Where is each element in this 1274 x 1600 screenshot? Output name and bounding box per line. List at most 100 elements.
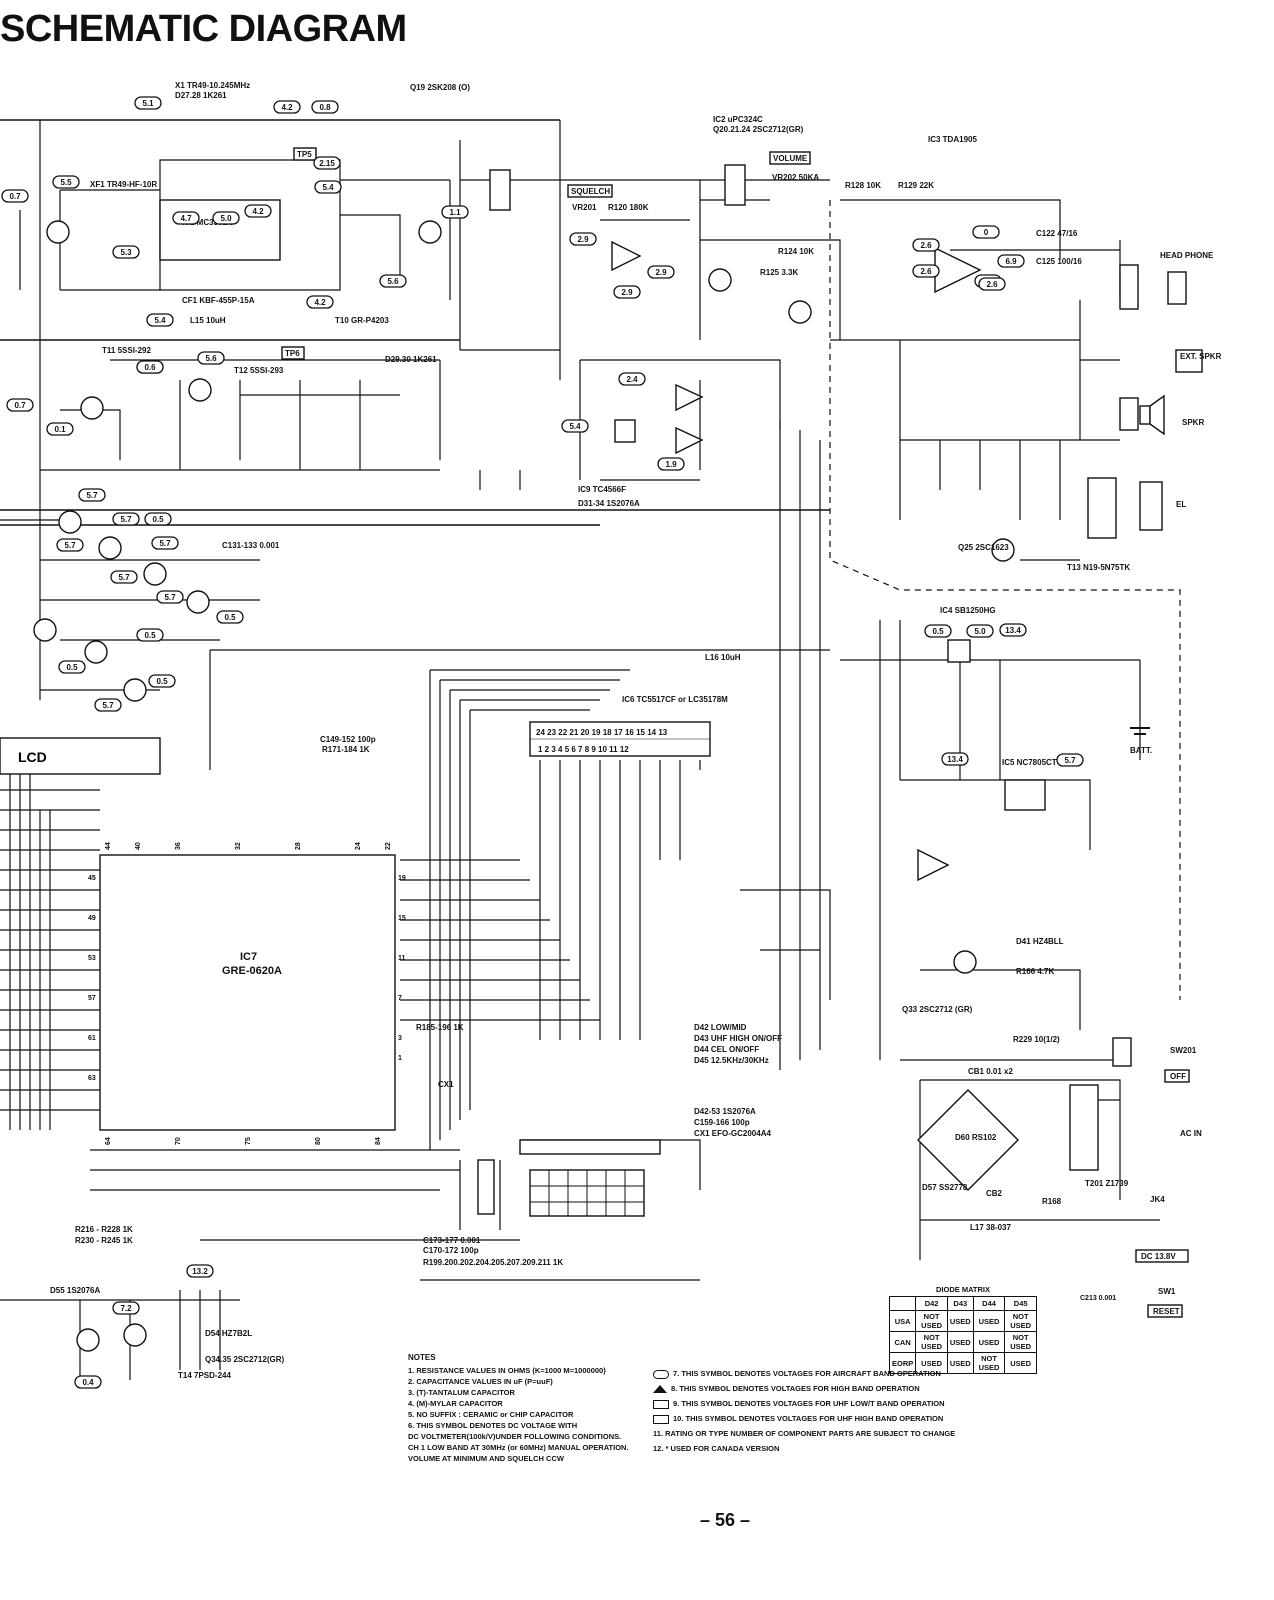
part-label: D54 HZ7B2L bbox=[205, 1329, 252, 1338]
voltage-value: 5.4 bbox=[322, 183, 334, 192]
tp5-tag: TP5 bbox=[297, 150, 312, 159]
table-cell: USED bbox=[972, 1310, 1006, 1332]
table-header bbox=[888, 1296, 917, 1311]
svg-text:15: 15 bbox=[398, 915, 406, 922]
ic2-3-opamp bbox=[675, 426, 704, 455]
ext-spkr-tag: EXT. SPKR bbox=[1180, 352, 1222, 361]
svg-text:84: 84 bbox=[375, 1137, 382, 1145]
voltage-marker: 0.5 bbox=[148, 674, 176, 688]
voltage-marker: 2.9 bbox=[613, 285, 641, 299]
part-label: C159-166 100p bbox=[694, 1118, 750, 1127]
voltage-value: 5.1 bbox=[142, 99, 154, 108]
q26-transistor bbox=[58, 510, 82, 534]
voltage-marker: 5.7 bbox=[56, 538, 84, 552]
ic7-name: IC7 bbox=[240, 951, 257, 963]
part-label: CB2 bbox=[986, 1189, 1003, 1198]
part-label: R128 10K bbox=[845, 181, 881, 190]
squelch-tag: SQUELCH bbox=[571, 187, 610, 196]
voltage-marker: 4.2 bbox=[273, 100, 301, 114]
notes-title: NOTES bbox=[408, 1353, 436, 1362]
voltage-value: 1.1 bbox=[449, 208, 461, 217]
note-line: 7. THIS SYMBOL DENOTES VOLTAGES FOR AIRC… bbox=[653, 1366, 983, 1381]
part-label: L16 10uH bbox=[705, 653, 741, 662]
q35-transistor bbox=[76, 1328, 100, 1352]
triangle-symbol-icon bbox=[653, 1385, 667, 1394]
table-cell: NOT USED bbox=[972, 1352, 1006, 1374]
voltage-value: 2.9 bbox=[655, 268, 667, 277]
cn4-connector bbox=[1119, 397, 1139, 431]
svg-text:1 2 3 4 5 6 7 8 9 10 1: 1 2 3 4 5 6 7 8 9 10 11 12 bbox=[538, 745, 629, 754]
voltage-marker: 2.15 bbox=[313, 156, 341, 170]
voltage-value: 4.2 bbox=[281, 103, 293, 112]
svg-text:22: 22 bbox=[385, 842, 392, 850]
part-label: X1 TR49-10.245MHz bbox=[175, 81, 250, 90]
part-label: Q34.35 2SC2712(GR) bbox=[205, 1355, 284, 1364]
diode-matrix-title: DIODE MATRIX bbox=[935, 1285, 991, 1294]
voltage-value: 5.3 bbox=[120, 248, 132, 257]
part-label: D44 CEL ON/OFF bbox=[694, 1045, 759, 1054]
table-cell: USA bbox=[888, 1310, 917, 1332]
ic5-body bbox=[1004, 779, 1046, 811]
part-label: T13 N19-5N75TK bbox=[1067, 563, 1130, 572]
part-label: CX1 EFO-GC2004A4 bbox=[694, 1129, 771, 1138]
diode-matrix: DIODE MATRIX D42 D43 D44 D45 USA NOT USE… bbox=[888, 1285, 1037, 1374]
svg-text:40: 40 bbox=[135, 842, 142, 850]
part-label: EL bbox=[1176, 500, 1186, 509]
voltage-value: 2.9 bbox=[577, 235, 589, 244]
svg-text:70: 70 bbox=[175, 1137, 182, 1145]
voltage-value: 5.7 bbox=[64, 541, 76, 550]
voltage-value: 5.7 bbox=[102, 701, 114, 710]
table-header: D45 bbox=[1004, 1296, 1037, 1311]
note-line: 8. THIS SYMBOL DENOTES VOLTAGES FOR HIGH… bbox=[653, 1381, 983, 1396]
voltage-value: 13.4 bbox=[947, 755, 963, 764]
oval-symbol-icon bbox=[653, 1369, 669, 1379]
svg-text:61: 61 bbox=[88, 1035, 96, 1042]
voltage-value: 13.4 bbox=[1005, 626, 1021, 635]
ic2-2-opamp bbox=[675, 383, 704, 412]
voltage-value: 13.2 bbox=[192, 1267, 208, 1276]
voltage-marker: 0.8 bbox=[311, 100, 339, 114]
svg-text:63: 63 bbox=[88, 1075, 96, 1082]
q29-transistor bbox=[186, 590, 210, 614]
q31-transistor bbox=[84, 640, 108, 664]
voltage-marker: 5.4 bbox=[146, 313, 174, 327]
table-row: USA NOT USED USED USED NOT USED bbox=[888, 1310, 1037, 1332]
note-line: 12. * USED FOR CANADA VERSION bbox=[653, 1444, 780, 1453]
voltage-value: 0.4 bbox=[82, 1378, 94, 1387]
voltage-marker: 4.2 bbox=[244, 204, 272, 218]
table-cell: USED bbox=[946, 1310, 974, 1332]
voltage-marker: 5.5 bbox=[52, 175, 80, 189]
svg-text:49: 49 bbox=[88, 915, 96, 922]
cn2-connector bbox=[724, 164, 746, 206]
table-cell: NOT USED bbox=[1004, 1310, 1037, 1332]
part-label: AC IN bbox=[1180, 1129, 1202, 1138]
ic4-body bbox=[947, 639, 971, 663]
notes-block: NOTES 1. RESISTANCE VALUES IN OHMS (K=10… bbox=[408, 1352, 658, 1464]
part-label: SPKR bbox=[1182, 418, 1204, 427]
voltage-value: 0.1 bbox=[54, 425, 66, 434]
lcd-body bbox=[0, 737, 161, 775]
reset-tag: RESET bbox=[1153, 1307, 1180, 1316]
svg-text:57: 57 bbox=[88, 995, 96, 1002]
voltage-value: 2.15 bbox=[319, 159, 335, 168]
voltage-value: 5.7 bbox=[120, 515, 132, 524]
note-line: 11. RATING OR TYPE NUMBER OF COMPONENT P… bbox=[653, 1429, 956, 1438]
q34-transistor bbox=[123, 1323, 147, 1347]
voltage-marker: 2.4 bbox=[618, 372, 646, 386]
ic2-1-opamp bbox=[611, 240, 642, 272]
voltage-marker: 2.9 bbox=[569, 232, 597, 246]
voltage-marker: 5.7 bbox=[1056, 753, 1084, 767]
voltage-marker: 5.7 bbox=[151, 536, 179, 550]
q27-transistor bbox=[98, 536, 122, 560]
component-labels: X1 TR49-10.245MHz D27.28 1K261 Q19 2SK20… bbox=[50, 81, 1214, 1380]
voltage-value: 4.2 bbox=[252, 207, 264, 216]
part-label: SW201 bbox=[1170, 1046, 1197, 1055]
voltage-value: 0.5 bbox=[152, 515, 164, 524]
voltage-marker: 5.7 bbox=[110, 570, 138, 584]
voltage-value: 5.6 bbox=[205, 354, 217, 363]
q19-transistor bbox=[418, 220, 442, 244]
note-text: 7. THIS SYMBOL DENOTES VOLTAGES FOR AIRC… bbox=[673, 1369, 941, 1378]
table-cell: NOT USED bbox=[1004, 1331, 1037, 1353]
ic3-label: IC3 TDA1905 bbox=[928, 135, 977, 144]
voltage-marker: 2.9 bbox=[647, 265, 675, 279]
